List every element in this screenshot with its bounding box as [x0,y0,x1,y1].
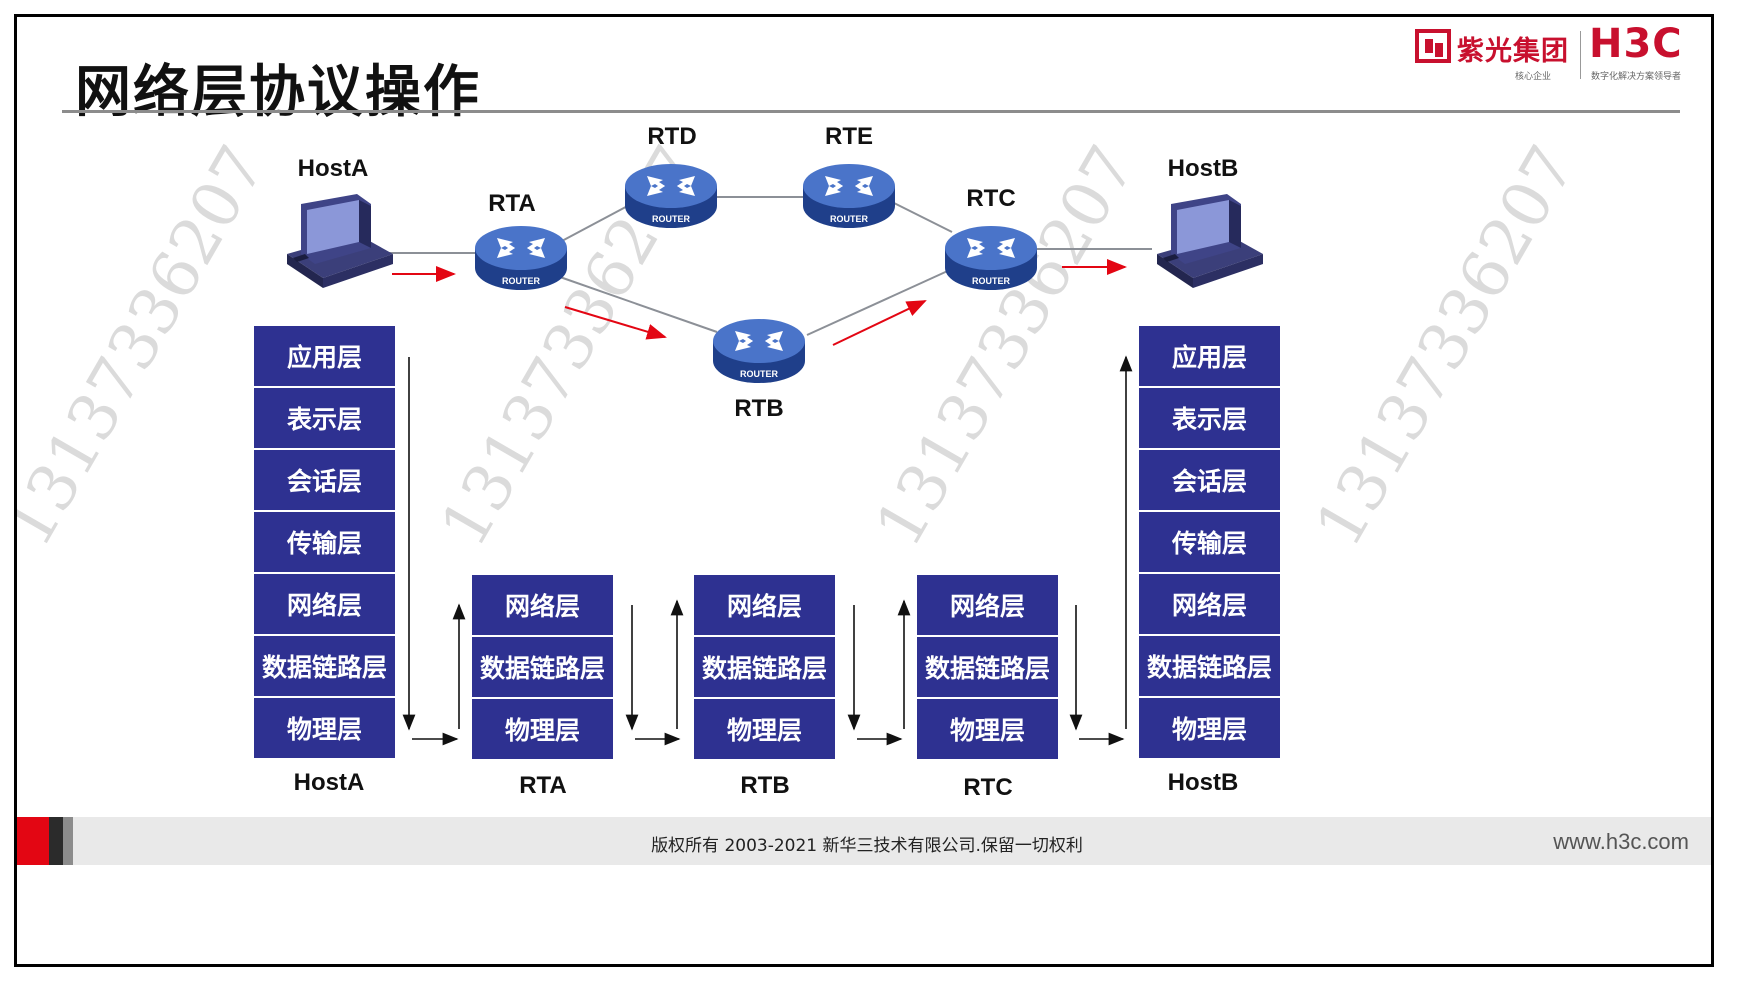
rtc-label: RTC [966,185,1016,212]
logo-company-name: 紫光集团 [1457,36,1569,67]
slide: 13137336207 13137336207 13137336207 1313… [14,14,1714,967]
layer-application: 应用层 [254,326,395,388]
rtd-router-icon: ROUTER [625,164,717,228]
layer-data-link: 数据链路层 [1139,636,1280,698]
layer-network: 网络层 [1139,574,1280,636]
rta-label: RTA [488,190,536,217]
layer-physical: 物理层 [254,698,395,758]
layer-physical: 物理层 [917,699,1058,759]
layer-session: 会话层 [1139,450,1280,512]
hostb-stack-label: HostB [1167,769,1239,796]
hosta-label: HostA [297,155,369,182]
website-link[interactable]: www.h3c.com [1553,829,1689,854]
hostb-stack: 应用层 表示层 会话层 传输层 网络层 数据链路层 物理层 [1139,326,1280,758]
rtb-label: RTB [734,395,784,422]
rtc-router-icon: ROUTER [945,226,1037,290]
hosta-stack: 应用层 表示层 会话层 传输层 网络层 数据链路层 物理层 [254,326,395,758]
logo-brand: H3C [1589,21,1683,67]
layer-network: 网络层 [472,575,613,637]
layer-physical: 物理层 [694,699,835,759]
layer-transport: 传输层 [254,512,395,574]
layer-network: 网络层 [694,575,835,637]
title-divider [62,110,1680,113]
layer-data-link: 数据链路层 [917,637,1058,699]
rta-router-icon: ROUTER [475,226,567,290]
footer-accent-dark [49,817,63,865]
layer-network: 网络层 [917,575,1058,637]
logo-separator [1580,31,1581,79]
rtc-stack: 网络层 数据链路层 物理层 [917,575,1058,759]
layer-network: 网络层 [254,574,395,636]
layer-presentation: 表示层 [1139,388,1280,450]
svg-text:ROUTER: ROUTER [972,276,1011,286]
layer-physical: 物理层 [472,699,613,759]
rte-label: RTE [825,123,873,150]
layer-data-link: 数据链路层 [254,636,395,698]
layer-application: 应用层 [1139,326,1280,388]
h3c-logo: 紫光集团 核心企业 H3C 数字化解决方案领导者 [1415,21,1705,85]
rtd-label: RTD [647,123,697,150]
svg-text:ROUTER: ROUTER [502,276,541,286]
footer-accent-red [17,817,49,865]
layer-presentation: 表示层 [254,388,395,450]
layer-data-link: 数据链路层 [694,637,835,699]
layer-flow-arrows [402,355,1133,746]
svg-text:ROUTER: ROUTER [740,369,779,379]
data-flow-arrows [392,259,1127,346]
rta-stack: 网络层 数据链路层 物理层 [472,575,613,759]
unisplendour-logo-icon [1415,29,1451,63]
copyright-text: 版权所有 2003-2021 新华三技术有限公司.保留一切权利 [651,836,1083,856]
hostb-computer-icon [1157,194,1263,288]
footer: 版权所有 2003-2021 新华三技术有限公司.保留一切权利 www.h3c.… [17,817,1711,865]
rtb-stack-label: RTB [740,772,790,799]
hostb-label: HostB [1167,155,1239,182]
hosta-stack-label: HostA [293,769,365,796]
page-title: 网络层协议操作 [75,60,481,125]
svg-text:ROUTER: ROUTER [652,214,691,224]
rte-router-icon: ROUTER [803,164,895,228]
layer-physical: 物理层 [1139,698,1280,758]
network-cables [377,196,1152,336]
logo-tagline-left: 核心企业 [1515,72,1552,82]
logo-tagline-right: 数字化解决方案领导者 [1591,72,1682,82]
footer-accent-grey [63,817,73,865]
layer-data-link: 数据链路层 [472,637,613,699]
rtb-router-icon: ROUTER [713,319,805,383]
hosta-computer-icon [287,194,393,288]
layer-session: 会话层 [254,450,395,512]
topology-links [377,196,1152,746]
layer-transport: 传输层 [1139,512,1280,574]
svg-text:ROUTER: ROUTER [830,214,869,224]
rta-stack-label: RTA [519,772,567,799]
rtb-stack: 网络层 数据链路层 物理层 [694,575,835,759]
rtc-stack-label: RTC [963,774,1013,801]
